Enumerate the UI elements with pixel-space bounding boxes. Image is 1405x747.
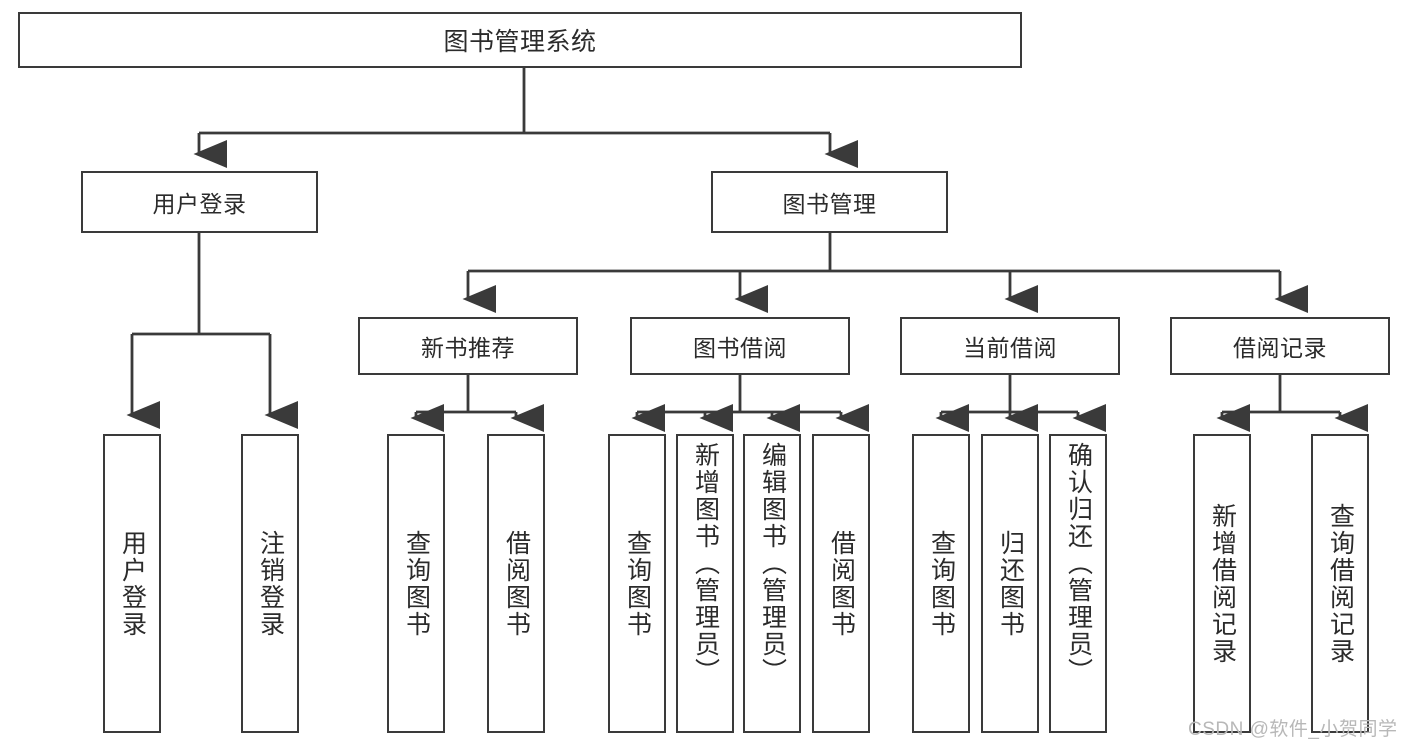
leaf-node-add-borrow-record[interactable]: 新增借阅记录 [1193,434,1251,733]
node-root-system[interactable]: 图书管理系统 [18,12,1022,68]
leaf-node-return-book[interactable]: 归还图书 [981,434,1039,733]
leaf-node-add-book-admin[interactable]: 新增图书（管理员） [676,434,734,733]
csdn-watermark: CSDN @软件_小贺同学 [1188,719,1398,740]
node-label: 新增借阅记录 [1208,502,1237,665]
node-label: 图书管理系统 [443,28,597,56]
node-label: 新书推荐 [421,335,515,361]
node-new-book-recommend[interactable]: 新书推荐 [358,317,578,375]
leaf-node-edit-book-admin[interactable]: 编辑图书（管理员） [743,434,801,733]
leaf-node-confirm-return-admin[interactable]: 确认归还（管理员） [1049,434,1107,733]
node-label: 查询图书 [927,529,956,638]
node-book-management[interactable]: 图书管理 [711,171,948,233]
node-label: 编辑图书（管理员） [758,442,787,685]
leaf-node-logout[interactable]: 注销登录 [241,434,299,733]
node-label: 新增图书（管理员） [691,442,720,685]
leaf-node-query-borrow-record[interactable]: 查询借阅记录 [1311,434,1369,733]
leaf-node-query-book-current[interactable]: 查询图书 [912,434,970,733]
node-user-login[interactable]: 用户登录 [81,171,318,233]
leaf-node-query-book[interactable]: 查询图书 [608,434,666,733]
node-label: 确认归还（管理员） [1064,442,1093,685]
node-borrow-record[interactable]: 借阅记录 [1170,317,1390,375]
node-label: 注销登录 [256,529,285,638]
node-current-borrow[interactable]: 当前借阅 [900,317,1120,375]
leaf-node-query-book-recommend[interactable]: 查询图书 [387,434,445,733]
node-label: 图书管理 [782,191,877,217]
node-book-borrow[interactable]: 图书借阅 [630,317,850,375]
leaf-node-borrow-book[interactable]: 借阅图书 [812,434,870,733]
node-label: 借阅记录 [1233,335,1327,361]
node-label: 查询图书 [402,529,431,638]
node-label: 归还图书 [996,529,1025,638]
node-label: 借阅图书 [502,529,531,638]
node-label: 借阅图书 [827,529,856,638]
node-label: 用户登录 [152,191,247,217]
node-label: 图书借阅 [693,335,787,361]
leaf-node-borrow-book-recommend[interactable]: 借阅图书 [487,434,545,733]
node-label: 查询借阅记录 [1326,502,1355,665]
node-label: 当前借阅 [963,335,1057,361]
node-label: 用户登录 [118,529,147,638]
node-label: 查询图书 [623,529,652,638]
leaf-node-user-login[interactable]: 用户登录 [103,434,161,733]
